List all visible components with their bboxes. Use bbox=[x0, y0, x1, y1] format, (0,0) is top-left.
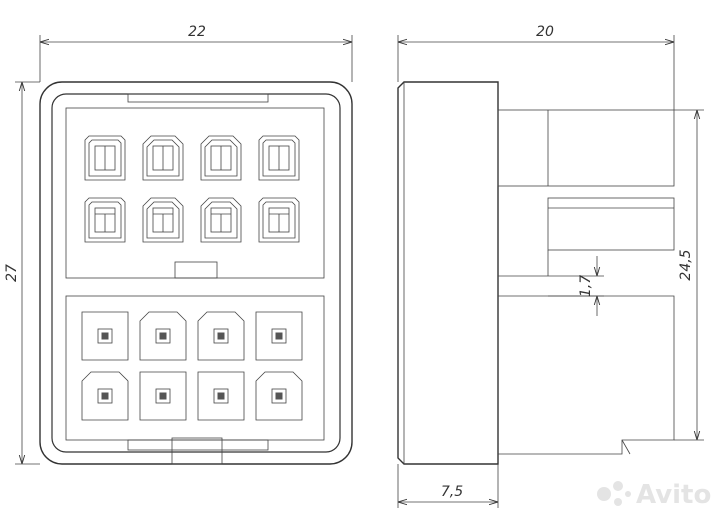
cavity-inner bbox=[204, 201, 238, 239]
terminal-contact bbox=[155, 388, 171, 404]
cavity-outline bbox=[200, 135, 242, 181]
dimension-height-side: 24,5 bbox=[674, 109, 704, 441]
cavity-outline bbox=[139, 371, 187, 421]
terminal-contact bbox=[97, 388, 113, 404]
terminal-contact bbox=[97, 328, 113, 344]
lower-cavity-block bbox=[65, 295, 325, 441]
cavity-outline bbox=[255, 311, 303, 361]
dimension-gap: 1,7 bbox=[548, 256, 604, 316]
upper-cavity bbox=[84, 197, 126, 243]
cavity-outline bbox=[255, 371, 303, 421]
cavity-inner bbox=[204, 139, 238, 177]
gap-label: 1,7 bbox=[578, 275, 594, 297]
lower-cavity bbox=[255, 371, 303, 421]
front-outer-frame bbox=[39, 81, 353, 465]
upper-cavity bbox=[142, 197, 184, 243]
lower-terminal-cavities bbox=[81, 311, 303, 421]
front-width-label: 22 bbox=[188, 24, 206, 40]
side-width-label: 20 bbox=[536, 24, 554, 40]
cavity-outline bbox=[84, 135, 126, 181]
dimension-base-depth: 7,5 bbox=[397, 464, 499, 508]
side-lower-body bbox=[498, 295, 675, 455]
cavity-inner bbox=[88, 139, 122, 177]
cavity-outline bbox=[81, 311, 129, 361]
cavity-inner bbox=[262, 201, 296, 239]
terminal-contact bbox=[271, 388, 287, 404]
bottom-key bbox=[171, 437, 223, 465]
top-latch bbox=[127, 93, 269, 103]
cavity-outline bbox=[84, 197, 126, 243]
cavity-outline bbox=[142, 197, 184, 243]
upper-cavity bbox=[258, 135, 300, 181]
watermark-text: Avito bbox=[636, 480, 711, 510]
terminal-contact bbox=[155, 328, 171, 344]
lower-cavity bbox=[81, 311, 129, 361]
upper-cavity bbox=[258, 197, 300, 243]
lower-cavity bbox=[81, 371, 129, 421]
cavity-outline bbox=[142, 135, 184, 181]
watermark: Avito bbox=[597, 480, 711, 510]
upper-cavity bbox=[84, 135, 126, 181]
terminal-contact bbox=[213, 328, 229, 344]
cavity-inner bbox=[146, 201, 180, 239]
upper-cavity-block bbox=[65, 107, 325, 279]
upper-cavity bbox=[200, 197, 242, 243]
cavity-inner bbox=[88, 201, 122, 239]
upper-cavity bbox=[200, 135, 242, 181]
side-middle-body bbox=[547, 197, 675, 251]
terminal-contact bbox=[271, 328, 287, 344]
side-height-label: 24,5 bbox=[678, 249, 694, 280]
lower-cavity bbox=[197, 311, 245, 361]
cavity-inner bbox=[146, 139, 180, 177]
lower-cavity bbox=[197, 371, 245, 421]
lower-cavity bbox=[255, 311, 303, 361]
cavity-outline bbox=[197, 311, 245, 361]
terminal-contact bbox=[213, 388, 229, 404]
upper-block-notch bbox=[174, 261, 218, 279]
cavity-outline bbox=[139, 311, 187, 361]
dimension-width-front: 22 bbox=[39, 24, 353, 82]
cavity-inner bbox=[262, 139, 296, 177]
cavity-outline bbox=[197, 371, 245, 421]
front-view bbox=[39, 81, 353, 465]
lower-cavity bbox=[139, 311, 187, 361]
cavity-outline bbox=[81, 371, 129, 421]
dimension-height-front: 27 bbox=[4, 81, 40, 465]
bottom-latch bbox=[127, 439, 269, 451]
base-depth-label: 7,5 bbox=[441, 484, 463, 500]
cavity-outline bbox=[258, 197, 300, 243]
upper-cavity bbox=[142, 135, 184, 181]
avito-logo-icon bbox=[597, 481, 631, 506]
dimension-width-side: 20 bbox=[397, 24, 675, 110]
upper-terminal-cavities bbox=[84, 135, 300, 243]
side-lower-chamfer bbox=[621, 439, 631, 455]
cavity-outline bbox=[200, 197, 242, 243]
side-upper-body bbox=[497, 109, 675, 187]
side-view bbox=[397, 81, 675, 465]
front-height-label: 27 bbox=[4, 264, 20, 282]
side-flange bbox=[397, 81, 499, 465]
cavity-outline bbox=[258, 135, 300, 181]
lower-cavity bbox=[139, 371, 187, 421]
